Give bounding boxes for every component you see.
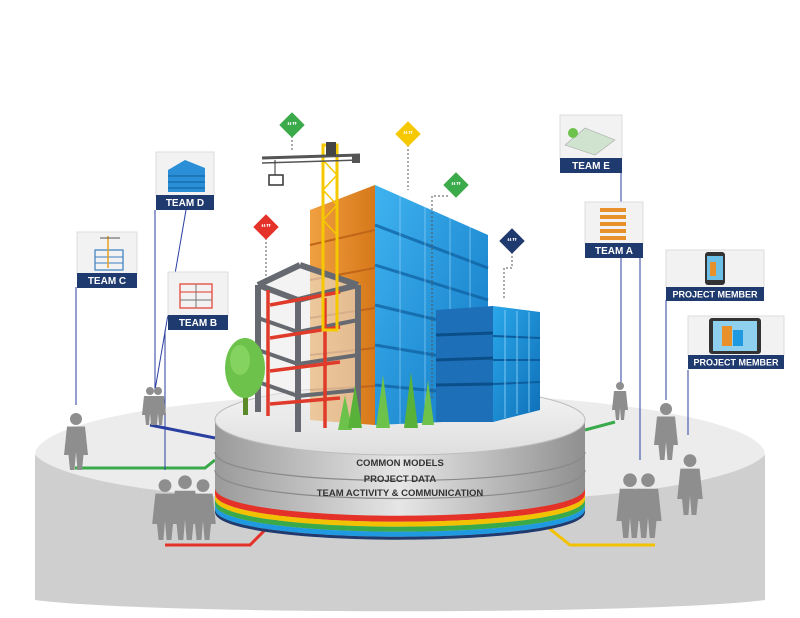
project-member-tablet-label: PROJECT MEMBER	[693, 358, 779, 368]
svg-text:“”: “”	[261, 223, 271, 234]
project-member-card-phone[interactable]: PROJECT MEMBER	[665, 249, 765, 301]
quote-bubbles: “” “” “” “” “”	[253, 112, 525, 400]
team-card-e[interactable]: TEAM E	[559, 114, 623, 173]
svg-text:“”: “”	[287, 121, 297, 132]
building-thumbnail-icon	[94, 236, 124, 271]
platform-layer-labels: COMMON MODELS PROJECT DATA TEAM ACTIVITY…	[317, 458, 484, 499]
team-b-label: TEAM B	[179, 318, 217, 329]
connection-lines	[75, 420, 655, 547]
quote-bubble-icon: “”	[431, 172, 469, 400]
team-card-c[interactable]: TEAM C	[76, 231, 138, 288]
team-card-d[interactable]: TEAM D	[155, 151, 215, 210]
quote-bubble-icon: “”	[499, 228, 525, 300]
building-thumbnail-icon	[179, 283, 213, 309]
svg-text:“”: “”	[451, 181, 461, 192]
team-a-label: TEAM A	[595, 246, 633, 257]
tree-icon	[225, 338, 265, 415]
tablet-icon	[709, 318, 761, 354]
team-card-a[interactable]: TEAM A	[584, 201, 644, 258]
team-e-label: TEAM E	[572, 161, 610, 172]
svg-text:“”: “”	[403, 130, 413, 141]
project-member-phone-label: PROJECT MEMBER	[672, 290, 758, 300]
crane-icon	[261, 142, 361, 332]
quote-bubble-icon: “”	[279, 112, 305, 150]
building-thumbnail-icon	[600, 208, 626, 240]
team-d-label: TEAM D	[166, 198, 204, 209]
tree-icon	[338, 385, 362, 430]
project-member-card-tablet[interactable]: PROJECT MEMBER	[687, 315, 785, 369]
building-thumbnail-icon	[168, 160, 205, 192]
team-card-b[interactable]: TEAM B	[167, 271, 229, 330]
steel-frame	[255, 262, 361, 432]
svg-text:“”: “”	[507, 237, 517, 248]
layer-common-models: COMMON MODELS	[356, 458, 444, 469]
layer-team-activity: TEAM ACTIVITY & COMMUNICATION	[317, 488, 484, 499]
phone-icon	[705, 252, 725, 285]
team-c-label: TEAM C	[88, 276, 126, 287]
layer-project-data: PROJECT DATA	[364, 474, 437, 485]
quote-bubble-icon: “”	[395, 121, 421, 190]
tree-icon	[376, 372, 434, 428]
quote-bubble-icon: “”	[253, 214, 279, 280]
building-thumbnail-icon	[564, 127, 616, 156]
